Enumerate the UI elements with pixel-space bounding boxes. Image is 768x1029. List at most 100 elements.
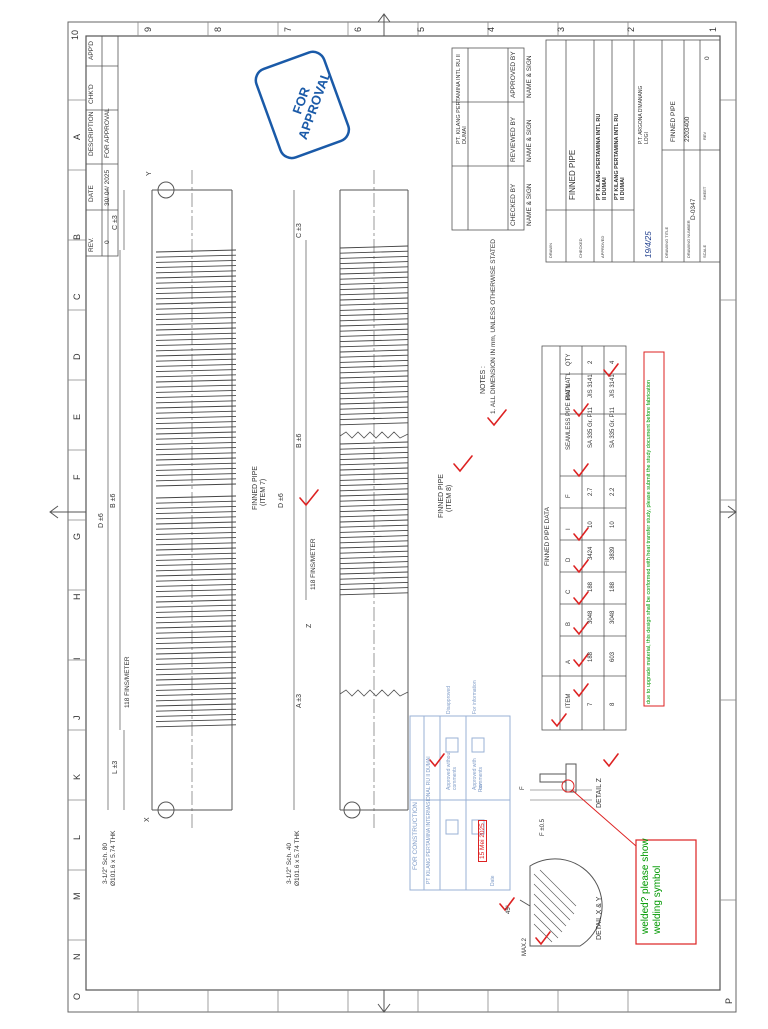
fin-line <box>339 561 409 565</box>
fin-line <box>155 348 237 352</box>
notes-line1: 1. ALL DIMENSION IN mm, UNLESS OTHERWISE… <box>490 239 497 414</box>
table-header-cell: FIN MAT'L <box>566 371 572 400</box>
fin-line <box>155 265 237 269</box>
green-note: due to upgrade material, this design sha… <box>646 380 652 704</box>
fin-line <box>155 651 237 655</box>
grid-col-9: 9 <box>143 26 153 32</box>
fin-line <box>339 266 409 270</box>
fin-line <box>155 415 237 419</box>
title-label-scale: SCALE <box>702 244 707 258</box>
fin-line <box>155 557 237 561</box>
fin-line <box>155 462 237 466</box>
fin-line <box>339 245 409 249</box>
fin-line <box>155 410 237 414</box>
fin-line <box>155 379 237 383</box>
fin-line <box>155 682 237 686</box>
fin-line <box>155 521 237 525</box>
pipe7-item: (ITEM 7) <box>260 478 267 506</box>
fin-line <box>339 566 409 570</box>
grid-col-7: 7 <box>283 26 293 32</box>
construction-date-label: Date <box>490 875 496 886</box>
fin-line <box>155 343 237 347</box>
grid-row-c: C <box>72 293 82 301</box>
fin-line <box>155 249 237 253</box>
inner-border <box>85 35 721 991</box>
fin-line <box>155 604 237 608</box>
fin-line <box>155 620 237 624</box>
fin-line <box>155 426 237 430</box>
fin-line <box>155 656 237 660</box>
title-label-drawing-title: DRAWING TITLE <box>664 226 669 258</box>
detail-z-f: F <box>520 786 526 790</box>
fin-line <box>339 535 409 539</box>
fin-line <box>155 400 237 404</box>
green-note-box <box>643 351 665 707</box>
construction-company: PT KILANG PERTAMINA INTERNASIONAL RU II … <box>426 756 432 884</box>
fin-line <box>339 555 409 559</box>
title-drawing-title: FINNED PIPE <box>670 101 677 142</box>
fin-line <box>339 503 409 507</box>
fin-line <box>339 524 409 528</box>
fin-line <box>155 724 237 728</box>
fin-line <box>155 332 237 336</box>
fin-line <box>155 630 237 634</box>
detail-xy-drawing <box>519 858 603 947</box>
pipe7-spec: 3-1/2" Sch. 80 <box>102 843 109 884</box>
fin-line <box>339 545 409 549</box>
table-data-cell: 7 <box>588 702 594 706</box>
grid-row-k: K <box>72 773 82 780</box>
title-drawing-title-main: FINNED PIPE <box>568 149 577 200</box>
table-data-cell: 188 <box>588 581 594 592</box>
pipe8-dim-a: A ±3 <box>296 694 303 708</box>
fin-line <box>339 307 409 311</box>
fin-line <box>339 451 409 455</box>
grid-row-n: N <box>72 953 82 961</box>
approval-checked-by: CHECKED BY <box>510 183 517 226</box>
pipe7-x-label: X <box>144 817 151 822</box>
outer-border <box>67 21 737 1013</box>
pipe8-od: Ø101.6 x 5.74 THK <box>294 830 301 886</box>
approval-company: PT. KILANG PERTAMINA INTL RU II DUMAI <box>456 54 468 144</box>
fin-line <box>155 547 237 551</box>
grid-row-f: F <box>72 474 82 481</box>
pipe-8-fins <box>339 245 409 596</box>
table-data-cell: 10 <box>610 521 616 528</box>
fin-line <box>155 713 237 717</box>
fin-line <box>155 641 237 645</box>
fin-line <box>155 719 237 723</box>
title-drawing-number: 2203400 <box>684 116 691 142</box>
grid-row-g: G <box>72 532 82 540</box>
detail-xy-max: MAX.2 <box>522 937 528 956</box>
fin-line <box>155 296 237 300</box>
fin-line <box>339 509 409 513</box>
fin-line <box>155 635 237 639</box>
fin-line <box>155 531 237 535</box>
fin-line <box>155 467 237 471</box>
table-data-cell: 2.2 <box>610 487 616 496</box>
grid-row-i: I <box>72 657 82 660</box>
fin-line <box>155 405 237 409</box>
fin-line <box>155 322 237 326</box>
title-label-rev: REV <box>702 131 707 140</box>
fin-line <box>339 333 409 337</box>
pipe8-title: FINNED PIPE <box>438 474 445 518</box>
fin-line <box>339 349 409 353</box>
fin-line <box>339 519 409 523</box>
table-header-cell: C <box>566 589 572 594</box>
grid-row-d: D <box>72 353 82 361</box>
fin-line <box>339 587 409 591</box>
rev-header-description: DESCRIPTION <box>88 111 95 156</box>
fin-line <box>339 467 409 471</box>
table-header-cell: A <box>566 659 572 664</box>
grid-row-o: O <box>72 992 82 1000</box>
fin-line <box>155 431 237 435</box>
pipe-7-drawing <box>107 170 233 830</box>
pipe8-dim-c: C ±3 <box>296 223 303 238</box>
grid-row-m: M <box>72 892 82 901</box>
table-data-cell: 3048 <box>610 610 616 624</box>
title-contractor: P.T. ARGONA D'MANANG LOGI <box>638 85 650 144</box>
title-rev: 0 <box>704 56 711 60</box>
approval-sign-3: NAME & SIGN <box>526 55 533 98</box>
fin-line <box>339 457 409 461</box>
